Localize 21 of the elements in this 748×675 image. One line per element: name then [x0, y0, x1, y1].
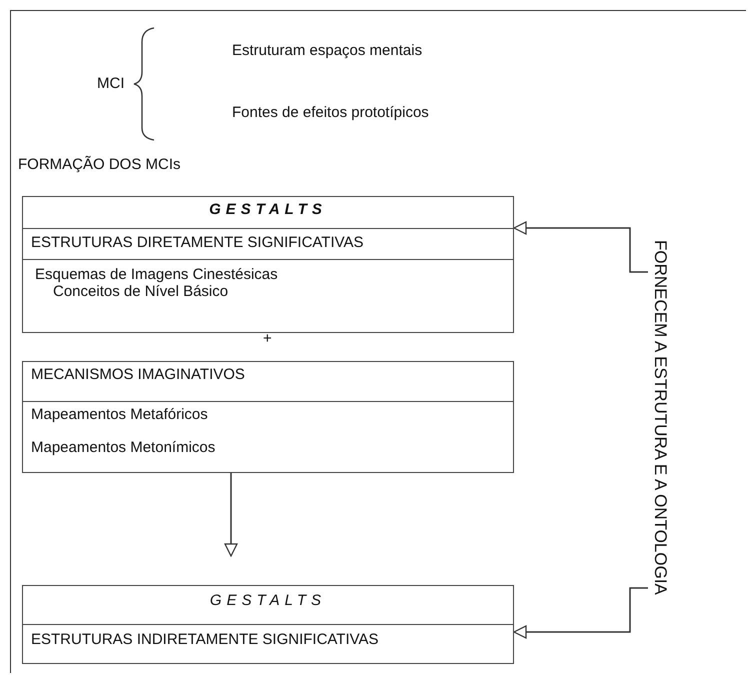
- arrow: [224, 472, 238, 557]
- subheading: ESTRUTURAS DIRETAMENTE SIGNIFICATIVAS: [31, 234, 365, 251]
- list-item: Fontes de efeitos prototípicos: [232, 104, 429, 121]
- subheading: ESTRUTURAS INDIRETAMENTE SIGNIFICATIVAS: [31, 631, 380, 648]
- content-box: [22, 196, 514, 333]
- vertical-caption: FORNECEM A ESTRUTURA E A ONTOLOGIA: [648, 240, 670, 618]
- arrow: [513, 221, 648, 273]
- list-item: Estruturam espaços mentais: [232, 42, 422, 59]
- arrow: [513, 587, 648, 639]
- subheading: MECANISMOS IMAGINATIVOS: [31, 366, 246, 383]
- content-box: [22, 361, 514, 473]
- section-heading: FORMAÇÃO DOS MCIs: [18, 156, 181, 173]
- list-item: Mapeamentos Metafóricos: [31, 406, 209, 423]
- content-box: [22, 585, 514, 664]
- list-item: Conceitos de Nível Básico: [52, 283, 230, 300]
- heading: GESTALTS: [208, 592, 328, 609]
- list-item: Esquemas de Imagens Cinestésicas: [34, 266, 279, 283]
- plus-sign: +: [263, 330, 272, 347]
- heading: GESTALTS: [208, 201, 328, 218]
- term-label: MCI: [97, 75, 124, 92]
- list-item: Mapeamentos Metonímicos: [31, 439, 216, 456]
